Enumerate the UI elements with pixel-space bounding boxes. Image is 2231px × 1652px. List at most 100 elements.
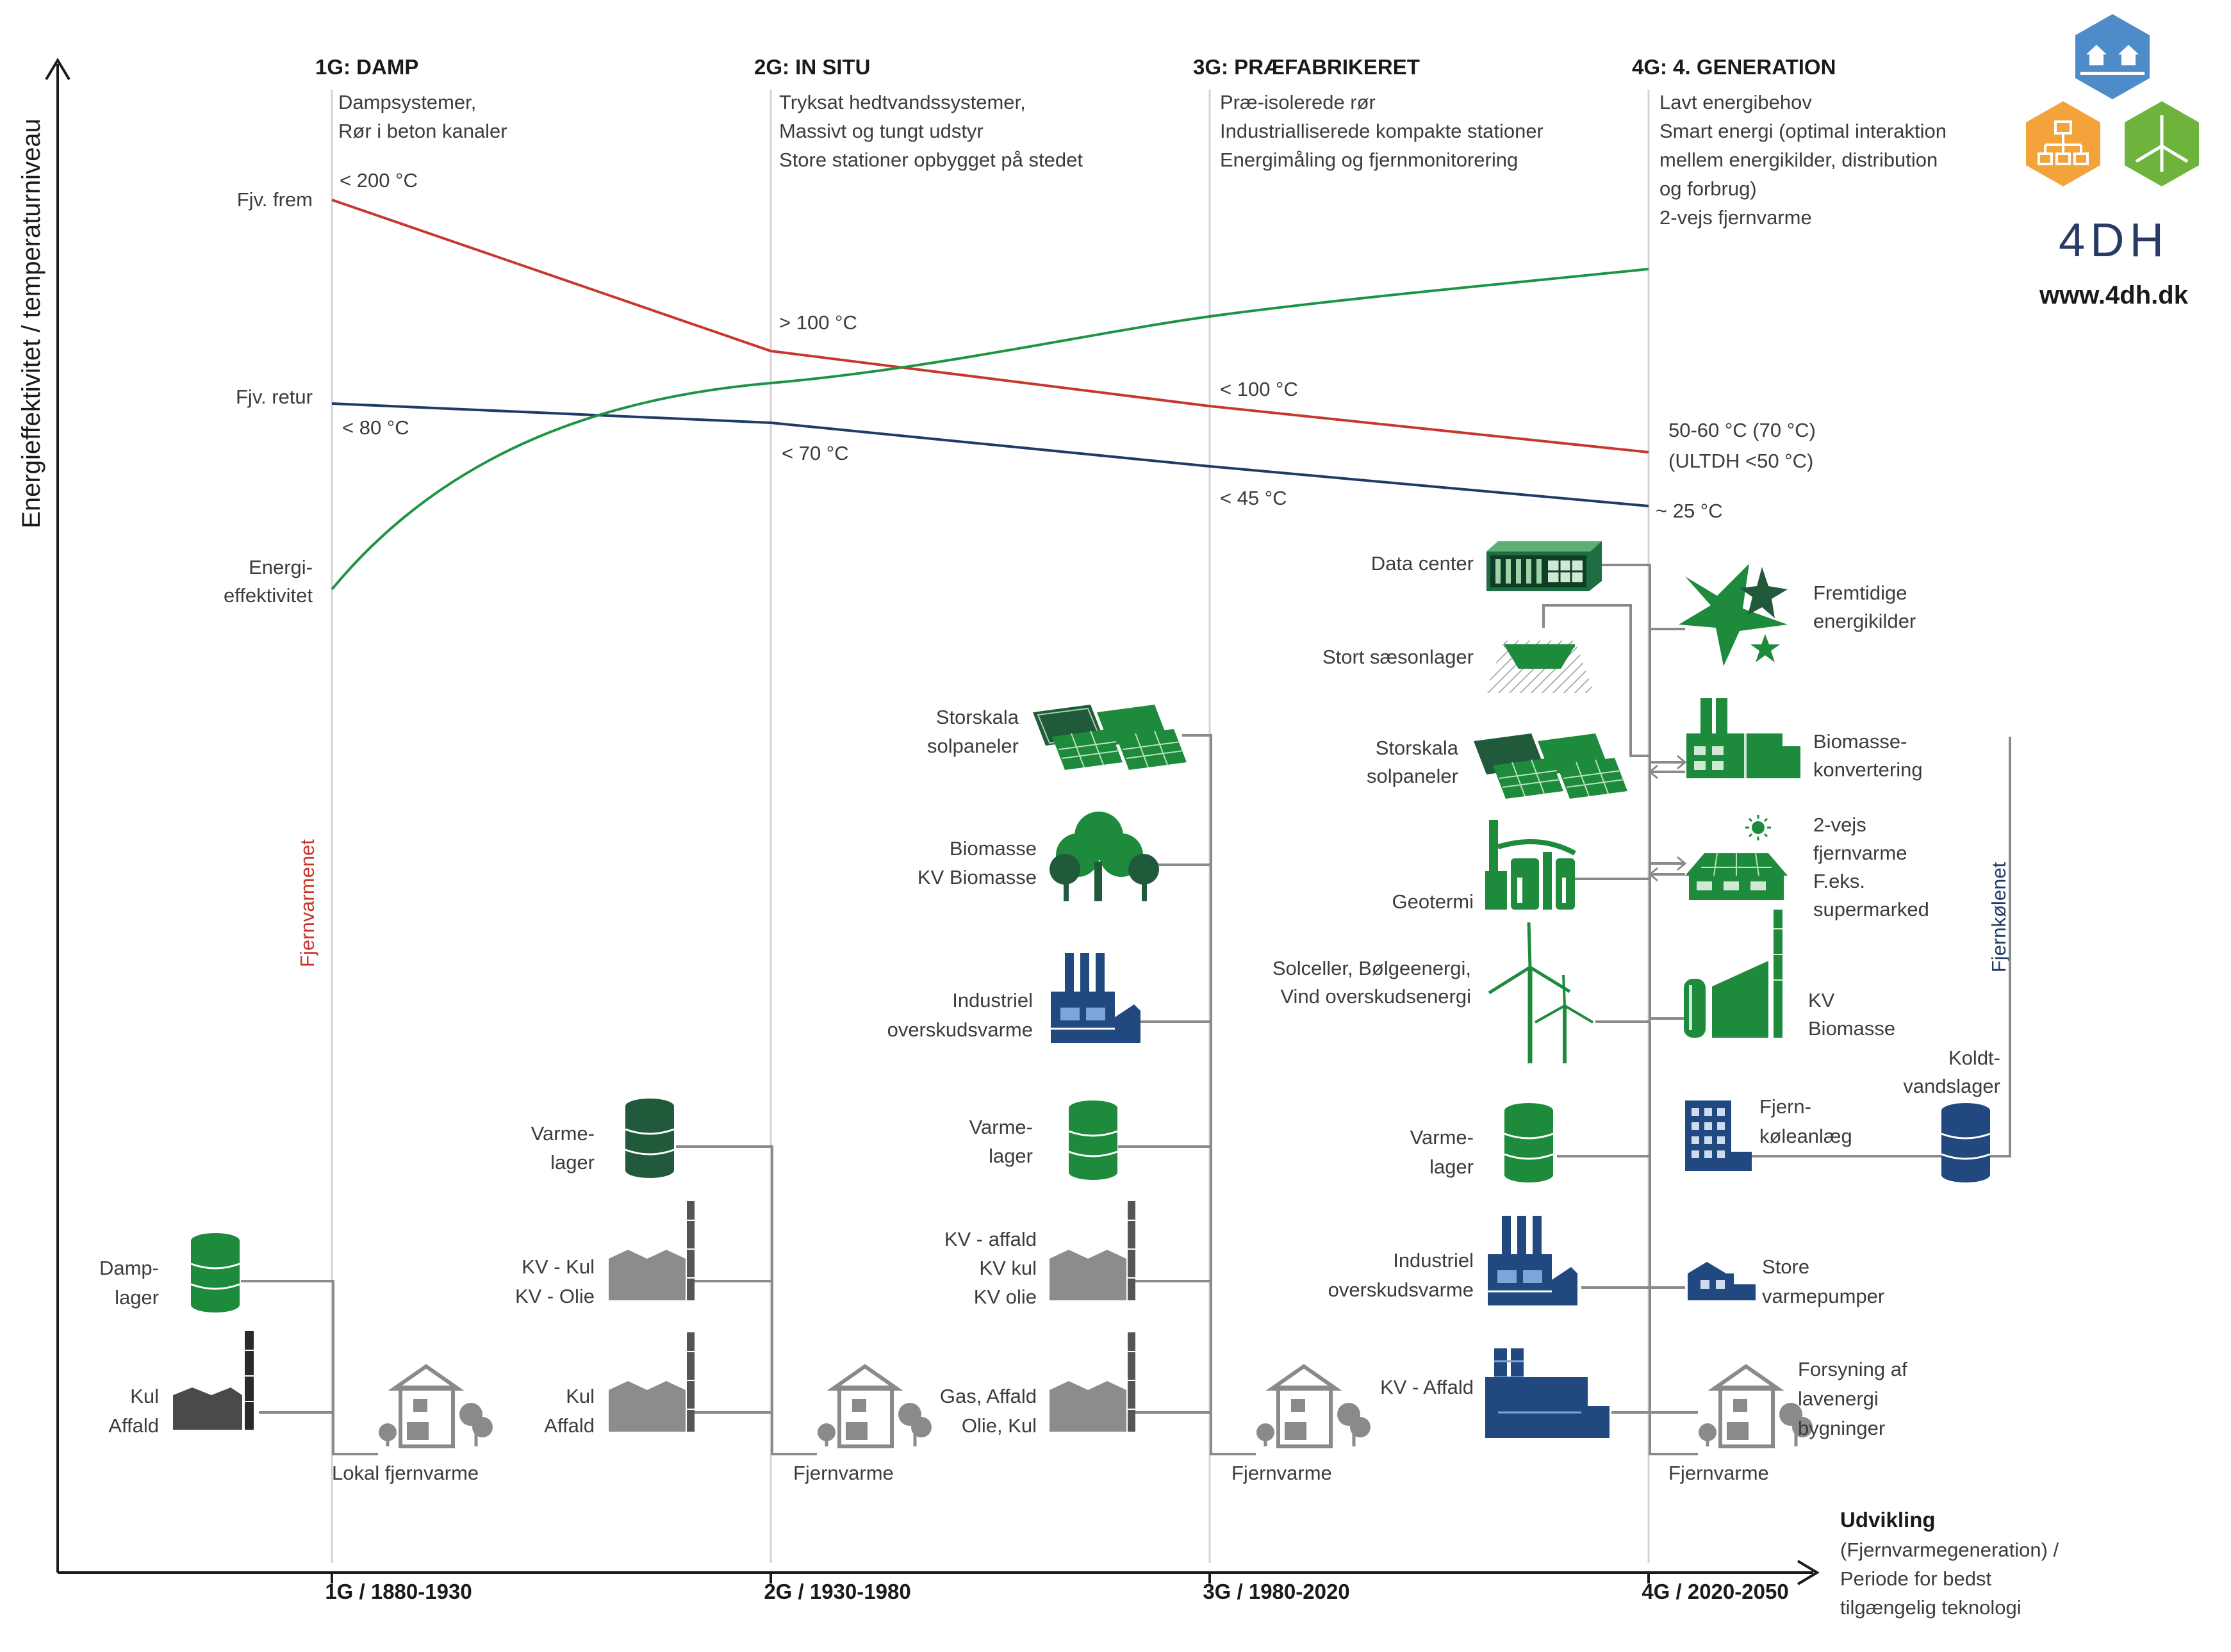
solar-panels-icon [1474, 733, 1627, 799]
temperature-label: < 100 °C [1220, 378, 1298, 400]
axes: 1G / 1880-1930 2G / 1930-1980 3G / 1980-… [17, 58, 2059, 1619]
gen-desc-line: Industrialliserede kompakte stationer [1220, 120, 1544, 142]
node-label: solpaneler [927, 735, 1019, 757]
gen-desc-line: Energimåling og fjernmonitorering [1220, 149, 1518, 171]
data-center-icon [1486, 541, 1602, 591]
node-label: KV - affald [944, 1228, 1037, 1250]
temperature-label: < 200 °C [340, 169, 418, 192]
node-label: Biomasse [1808, 1017, 1895, 1040]
coal-plant-icon [609, 1332, 695, 1432]
storage-tank-icon [190, 1233, 240, 1313]
node-label: Damp- [99, 1257, 159, 1279]
arrow-right-icon [1677, 856, 1687, 871]
consumer-label: Fjernvarme [1668, 1462, 1769, 1484]
biomass-trees-icon [1050, 812, 1159, 901]
generation-headers: 1G: DAMP Dampsystemer, Rør i beton kanal… [315, 55, 1947, 229]
node-label: lager [115, 1286, 159, 1309]
waste-chp-plant-icon [1485, 1348, 1609, 1438]
geothermal-plant-icon [1485, 820, 1576, 910]
gen-desc-line: Tryksat hedtvandssystemer, [779, 91, 1026, 113]
temperature-label: < 45 °C [1220, 487, 1287, 509]
gen-desc-line: 2-vejs fjernvarme [1659, 206, 1812, 229]
node-label: Storskala [1376, 737, 1459, 759]
supply-label: Fjv. frem [237, 188, 313, 211]
gen-desc-line: Smart energi (optimal interaktion [1659, 120, 1947, 142]
node-label: Fjern- [1759, 1095, 1811, 1118]
node-label: energikilder [1813, 610, 1916, 632]
house-icon [1699, 1364, 1813, 1448]
node-label: overskudsvarme [1328, 1279, 1474, 1301]
connector-3g [1182, 734, 1256, 1455]
node-label: KV - Olie [515, 1285, 595, 1307]
arrow-left-icon [1648, 764, 1658, 780]
gas-plant-icon [1050, 1332, 1135, 1432]
wind-turbine-logo-icon [2135, 115, 2189, 172]
solar-panels-icon [1033, 705, 1187, 770]
gen-title: 3G: PRÆFABRIKERET [1193, 55, 1420, 79]
node-label: 2-vejs [1813, 814, 1866, 836]
node-label: F.eks. [1813, 870, 1865, 892]
node-label: Geotermi [1392, 890, 1474, 913]
node-label: Kul [130, 1385, 159, 1407]
temperature-label: 50-60 °C (70 °C) [1668, 419, 1816, 441]
node-label: konvertering [1813, 758, 1923, 781]
node-label: fjernvarme [1813, 842, 1907, 864]
node-label: Vind overskudsenergi [1280, 985, 1471, 1008]
cooling-plant-icon [1685, 1100, 1752, 1171]
gen-desc-line: Store stationer opbygget på stedet [779, 149, 1083, 171]
storage-tank-icon [1068, 1100, 1118, 1180]
x-tick-label: 1G / 1880-1930 [325, 1580, 472, 1603]
storage-tank-icon [625, 1099, 675, 1178]
storage-tank-icon [1504, 1103, 1554, 1182]
node-label: lager [550, 1151, 595, 1174]
node-label: KV - Affald [1380, 1376, 1474, 1398]
node-label: Store [1762, 1255, 1809, 1278]
temperature-label: < 70 °C [782, 442, 849, 464]
x-tick-label: 4G / 2020-2050 [1642, 1580, 1788, 1603]
node-label: Varme- [531, 1122, 595, 1145]
x-tick-label: 2G / 1930-1980 [764, 1580, 910, 1603]
gen-title: 4G: 4. GENERATION [1632, 55, 1836, 79]
logo-hex-blue [2075, 14, 2150, 99]
supermarket-solar-icon [1685, 815, 1788, 900]
chp-plant-icon [609, 1201, 695, 1300]
consumer-label: Fjernvarme [1231, 1462, 1332, 1484]
node-label: Forsyning af [1798, 1358, 1907, 1380]
node-label: Solceller, Bølgeenergi, [1272, 957, 1471, 979]
node-label: Varme- [969, 1116, 1033, 1138]
node-label: Biomasse [950, 837, 1037, 860]
houses-icon [2080, 45, 2145, 75]
house-icon [818, 1364, 932, 1448]
gen-desc-line: mellem energikilder, distribution [1659, 149, 1938, 171]
y-axis-label: Energieffektivitet / temperaturniveau [17, 119, 45, 528]
node-label: lavenergi [1798, 1387, 1879, 1410]
seasonal-storage-icon [1485, 641, 1594, 693]
x-axis-label-line: tilgængelig teknologi [1840, 1596, 2021, 1619]
gen-title: 1G: DAMP [315, 55, 418, 79]
x-tick-label: 3G / 1980-2020 [1203, 1580, 1349, 1603]
node-label: køleanlæg [1759, 1125, 1852, 1147]
node-label: Biomasse- [1813, 730, 1907, 753]
wind-turbine-icon [1488, 922, 1594, 1063]
node-label: Storskala [936, 706, 1019, 728]
node-label: Fremtidige [1813, 582, 1907, 604]
node-label: Olie, Kul [962, 1414, 1037, 1437]
node-label: Varme- [1410, 1126, 1474, 1149]
temperature-label: ~ 25 °C [1656, 500, 1723, 522]
industry-icon [1488, 1216, 1577, 1305]
temperature-label: (ULTDH <50 °C) [1668, 450, 1813, 472]
logo-brand-text: 4DH [2059, 213, 2169, 266]
node-label: KV olie [974, 1286, 1037, 1308]
node-label: Affald [544, 1414, 595, 1437]
consumer-label: Lokal fjernvarme [332, 1462, 479, 1484]
node-label: KV Biomasse [918, 866, 1037, 888]
coal-plant-icon [173, 1331, 254, 1430]
house-icon [1256, 1364, 1371, 1448]
y-axis-arrow [45, 58, 70, 81]
x-axis-label-title: Udvikling [1840, 1508, 1936, 1532]
x-axis-arrow [1797, 1560, 1820, 1585]
node-label: supermarked [1813, 898, 1929, 920]
connector-4g [1542, 604, 1650, 757]
link-arrows [1648, 755, 1687, 882]
